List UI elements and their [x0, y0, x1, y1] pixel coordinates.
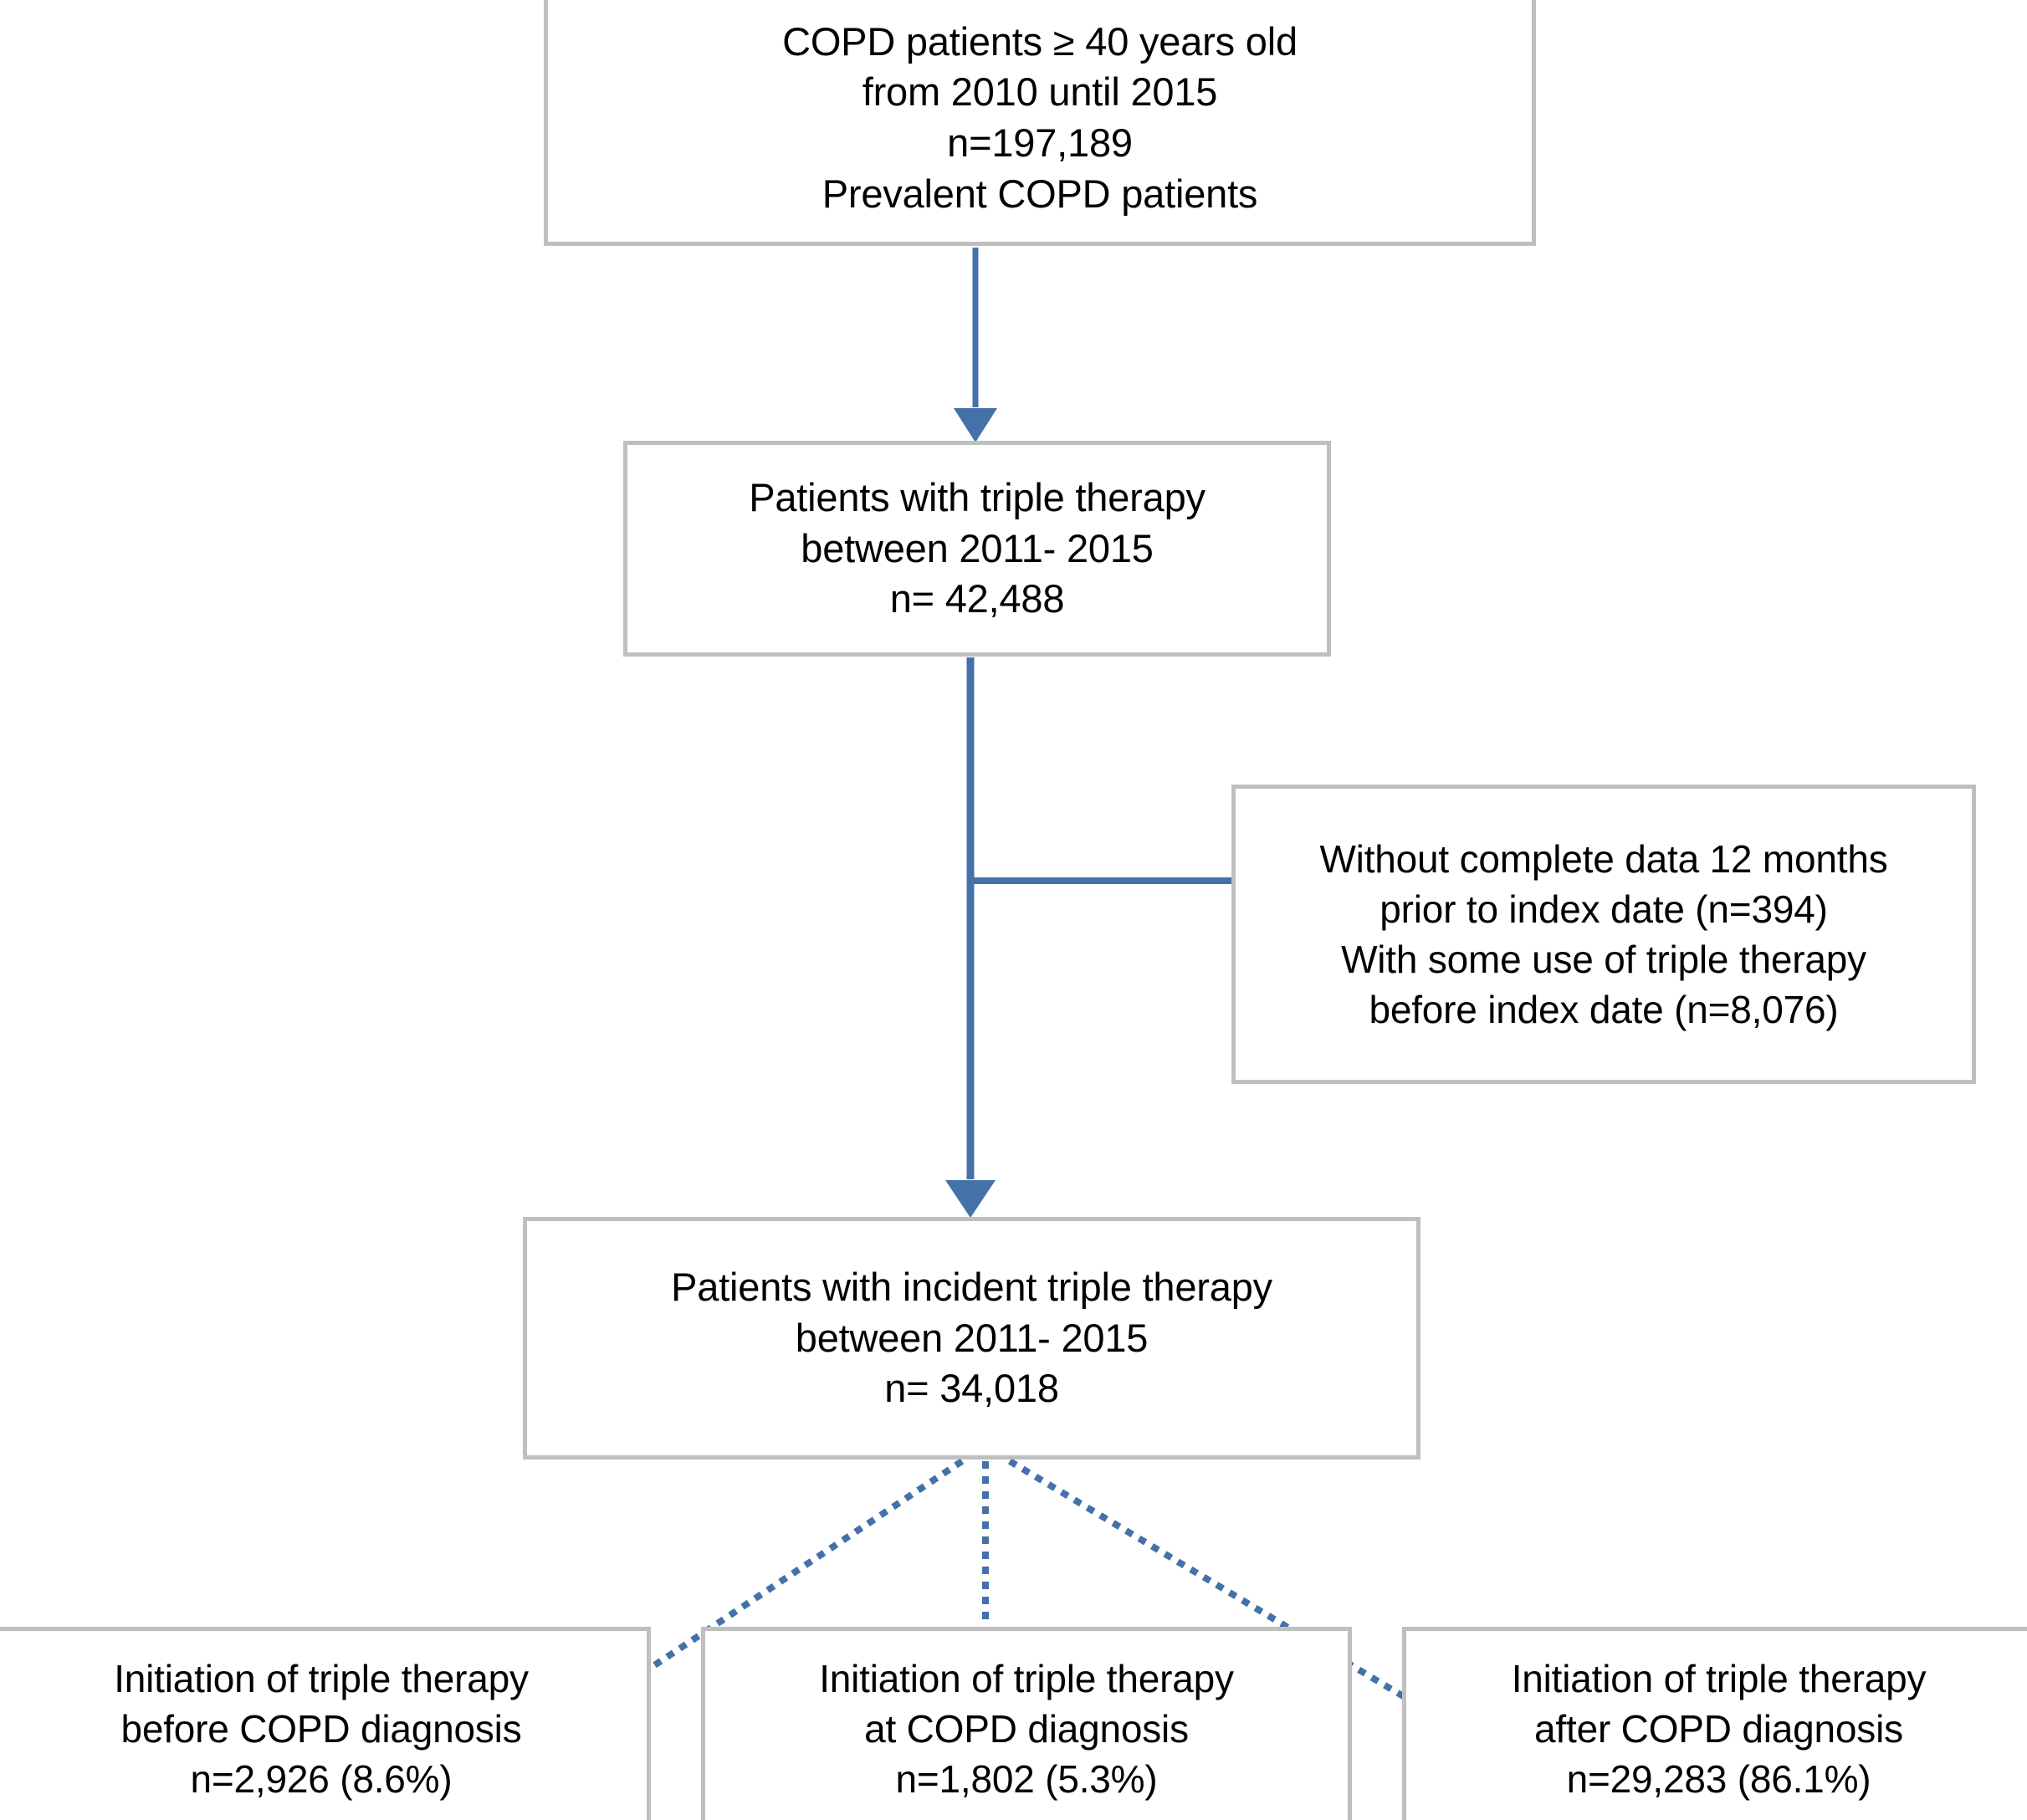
node-initiation-after-copd-diagnosis[interactable]: Initiation of triple therapy after COPD … — [1402, 1627, 2027, 1820]
node-source-cohort-text: COPD patients ≥ 40 years old from 2010 u… — [782, 18, 1298, 216]
edge-triple-to-incident — [945, 657, 996, 1218]
node-triple-therapy[interactable]: Patients with triple therapy between 201… — [623, 441, 1331, 657]
node-initiation-at-copd-diagnosis-text: Initiation of triple therapy at COPD dia… — [819, 1657, 1234, 1801]
node-initiation-before-copd-diagnosis-text: Initiation of triple therapy before COPD… — [114, 1657, 529, 1801]
node-exclusions[interactable]: Without complete data 12 months prior to… — [1231, 785, 1976, 1084]
node-triple-therapy-text: Patients with triple therapy between 201… — [749, 475, 1205, 621]
node-initiation-before-copd-diagnosis[interactable]: Initiation of triple therapy before COPD… — [0, 1627, 651, 1820]
node-initiation-after-copd-diagnosis-text: Initiation of triple therapy after COPD … — [1511, 1657, 1927, 1801]
node-exclusions-text: Without complete data 12 months prior to… — [1319, 836, 1888, 1032]
node-source-cohort[interactable]: COPD patients ≥ 40 years old from 2010 u… — [544, 0, 1536, 246]
edge-source-to-triple — [954, 248, 997, 442]
node-incident-triple-therapy[interactable]: Patients with incident triple therapy be… — [523, 1217, 1420, 1460]
node-incident-triple-therapy-text: Patients with incident triple therapy be… — [671, 1265, 1272, 1411]
node-initiation-at-copd-diagnosis[interactable]: Initiation of triple therapy at COPD dia… — [701, 1627, 1352, 1820]
